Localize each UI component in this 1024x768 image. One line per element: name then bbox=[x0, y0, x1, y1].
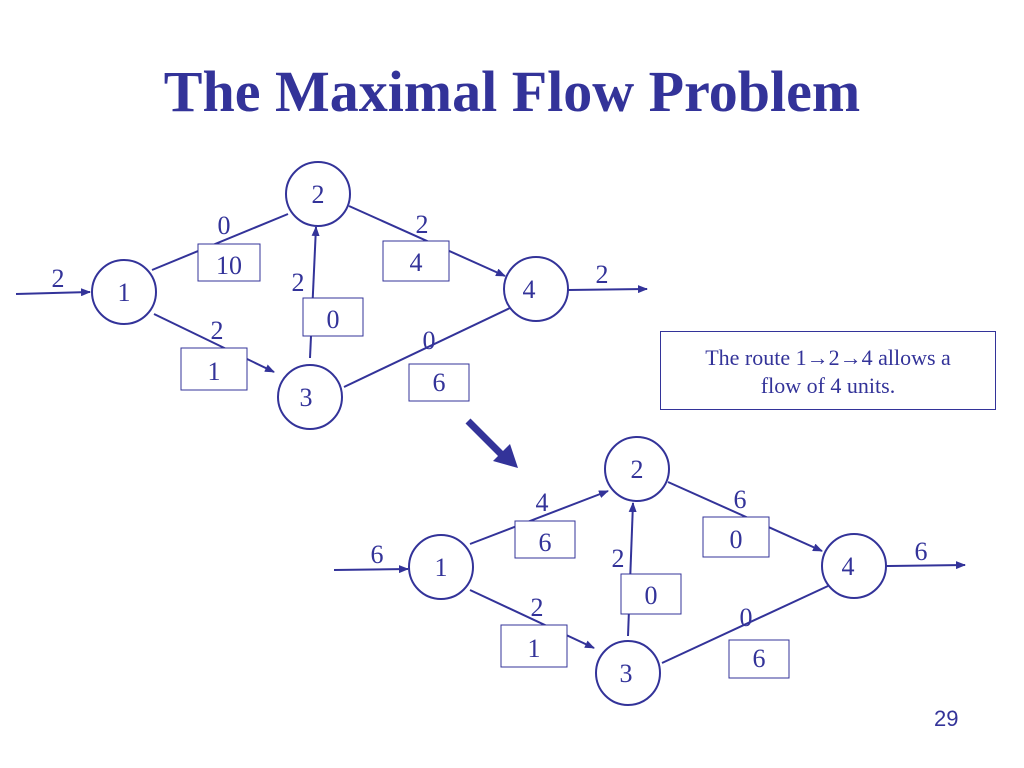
inflow-value: 2 bbox=[52, 264, 65, 293]
capacity-1-2: 6 bbox=[539, 528, 552, 557]
route-note-line-1: The route 1→2→4 allows a bbox=[705, 345, 951, 370]
edge-1-2 bbox=[469, 490, 609, 545]
capacity-1-2: 10 bbox=[216, 251, 242, 280]
edge-3-2 bbox=[309, 226, 320, 359]
inflow-arrow bbox=[333, 565, 409, 574]
capacity-1-3: 1 bbox=[528, 634, 541, 663]
capacity-1-3: 1 bbox=[208, 357, 221, 386]
flow-3-2: 2 bbox=[292, 268, 305, 297]
edge-1-3 bbox=[153, 313, 275, 373]
node-1-label: 1 bbox=[118, 278, 131, 307]
edge-1-2 bbox=[151, 213, 289, 271]
flow-3-2: 2 bbox=[612, 544, 625, 573]
outflow-arrow bbox=[885, 561, 966, 570]
capacity-box bbox=[702, 516, 770, 558]
node-4-label: 4 bbox=[842, 552, 855, 581]
transition-arrow bbox=[465, 418, 518, 468]
flow-2-4: 6 bbox=[734, 485, 747, 514]
capacity-box bbox=[302, 297, 364, 337]
flow-3-4: 0 bbox=[423, 326, 436, 355]
capacity-box bbox=[620, 573, 682, 615]
capacity-2-4: 4 bbox=[410, 248, 423, 277]
node-3-label: 3 bbox=[620, 659, 633, 688]
inflow-value: 6 bbox=[371, 540, 384, 569]
node-1 bbox=[91, 259, 157, 325]
outflow-arrow bbox=[567, 285, 648, 294]
node-2-label: 2 bbox=[312, 180, 325, 209]
node-1-label: 1 bbox=[435, 553, 448, 582]
capacity-box bbox=[197, 243, 261, 282]
capacity-box bbox=[382, 240, 450, 282]
node-3-label: 3 bbox=[300, 383, 313, 412]
node-4 bbox=[503, 256, 569, 322]
outflow-value: 2 bbox=[596, 260, 609, 289]
network-after: 1 2 3 4 6 1 0 0 6 4 2 2 6 0 6 6 bbox=[333, 436, 966, 706]
flow-2-4: 2 bbox=[416, 210, 429, 239]
node-1 bbox=[408, 534, 474, 600]
capacity-box bbox=[514, 520, 576, 559]
node-4 bbox=[821, 533, 887, 599]
inflow-arrow bbox=[15, 288, 91, 297]
node-2 bbox=[285, 161, 351, 227]
node-3 bbox=[595, 640, 661, 706]
capacity-box bbox=[408, 363, 470, 402]
capacity-2-4: 0 bbox=[730, 525, 743, 554]
flow-1-2: 4 bbox=[536, 488, 549, 517]
flow-3-4: 0 bbox=[740, 603, 753, 632]
edge-3-2 bbox=[627, 502, 637, 637]
capacity-3-2: 0 bbox=[327, 305, 340, 334]
flow-1-3: 2 bbox=[211, 316, 224, 345]
route-note-line-2: flow of 4 units. bbox=[760, 373, 896, 398]
node-2 bbox=[604, 436, 670, 502]
network-before: 1 2 3 4 10 1 0 4 6 0 2 2 2 0 2 2 bbox=[15, 161, 648, 430]
capacity-box bbox=[500, 624, 568, 668]
edge-3-4 bbox=[661, 585, 829, 664]
page-title: The Maximal Flow Problem bbox=[163, 59, 861, 124]
flow-1-2: 0 bbox=[218, 211, 231, 240]
page-number: 29 bbox=[934, 706, 959, 731]
capacity-3-4: 6 bbox=[753, 644, 766, 673]
capacity-3-2: 0 bbox=[645, 581, 658, 610]
edge-3-4 bbox=[343, 307, 511, 388]
capacity-box bbox=[728, 639, 790, 679]
route-note: The route 1→2→4 allows a flow of 4 units… bbox=[660, 331, 996, 410]
node-3 bbox=[277, 364, 343, 430]
outflow-value: 6 bbox=[915, 537, 928, 566]
capacity-3-4: 6 bbox=[433, 368, 446, 397]
flow-1-3: 2 bbox=[531, 593, 544, 622]
capacity-box bbox=[180, 347, 248, 391]
node-2-label: 2 bbox=[631, 455, 644, 484]
node-4-label: 4 bbox=[523, 275, 536, 304]
edge-1-3 bbox=[469, 589, 595, 649]
